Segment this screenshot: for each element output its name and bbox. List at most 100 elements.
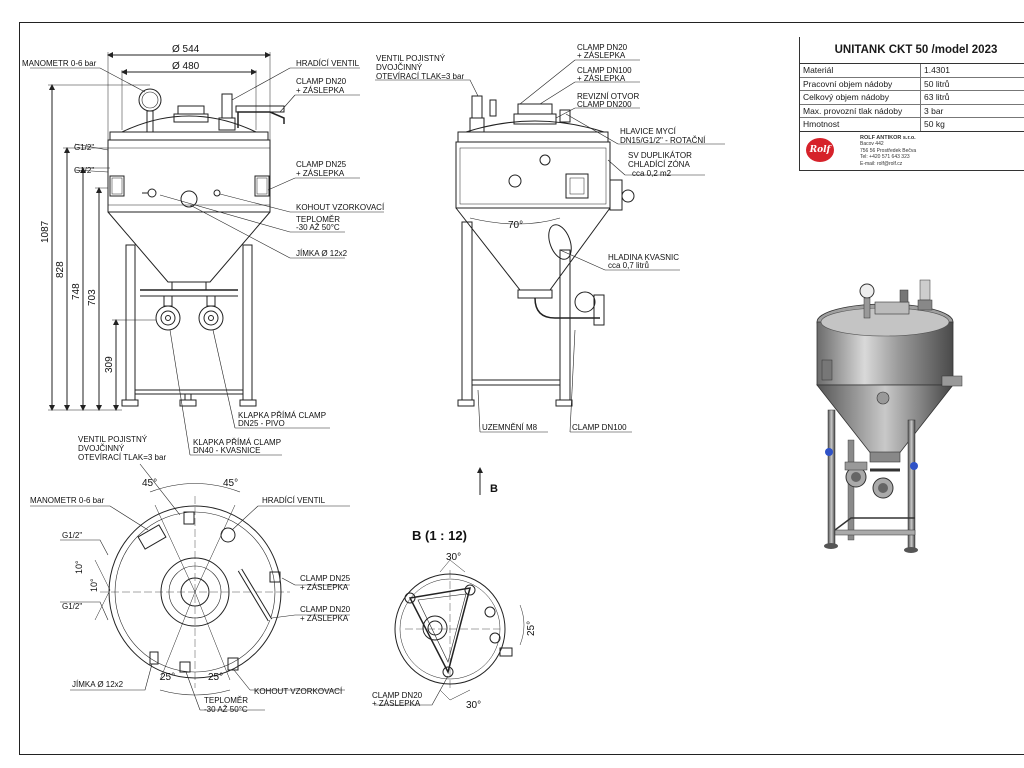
label-clamp-dn100: CLAMP DN100	[572, 423, 627, 432]
phone-line: Tel: +420 571 643 323	[860, 154, 910, 160]
label-clamp20-front-a: CLAMP DN20	[296, 77, 347, 86]
label-clamp20-top-a: CLAMP DN20	[300, 605, 351, 614]
label-clamp25-top-a: CLAMP DN25	[300, 574, 351, 583]
label-25-right: 25°	[208, 672, 223, 683]
label-hradici-front: HRADÍCÍ VENTIL	[296, 59, 360, 68]
drawing-frame	[19, 22, 1024, 755]
top-view	[30, 463, 350, 711]
address-line-2: 756 56 Prostředek Bečva	[860, 147, 917, 154]
label-g1-front-2: G1/2"	[74, 166, 94, 175]
label-clamp20-front-b: + ZÁSLEPKA	[296, 86, 345, 95]
label-ventil-side-c: OTEVÍRACÍ TLAK=3 bar	[376, 72, 464, 81]
label-clamp100-side-b: + ZÁSLEPKA	[577, 74, 626, 83]
label-teplomer-top-b: -30 AŽ 50°C	[204, 705, 248, 714]
detail-b-title: B (1 : 12)	[412, 528, 467, 543]
label-25-left: 25°	[160, 672, 175, 683]
label-sv-a: SV DUPLIKÁTOR	[628, 151, 692, 160]
email-line: E-mail: rolf@rolf.cz	[860, 160, 903, 167]
label-ventil-front-a: VENTIL POJISTNÝ	[78, 435, 148, 444]
label-30-top: 30°	[446, 552, 461, 563]
label-10deg-a: 10°	[74, 560, 84, 574]
spec-key: Materiál	[800, 64, 921, 77]
dim-544: Ø 544	[172, 44, 200, 55]
spec-key: Hmotnost	[800, 118, 921, 131]
label-hladina-b: cca 0,7 litrů	[608, 261, 649, 270]
label-clamp20-detail-a: CLAMP DN20	[372, 691, 423, 700]
label-clamp20-side-b: + ZÁSLEPKA	[577, 51, 626, 60]
spec-value: 50 kg	[924, 119, 945, 129]
dim-1087: 1087	[40, 220, 51, 243]
label-clamp25-front-b: + ZÁSLEPKA	[296, 169, 345, 178]
label-klapka40-b: DN40 - KVASNICE	[193, 446, 260, 455]
company-name: ROLF ANTIKOR s.r.o.	[860, 134, 916, 141]
dim-480: Ø 480	[172, 61, 200, 72]
company-address: ROLF ANTIKOR s.r.o. Bacov 442 756 56 Pro…	[860, 135, 916, 168]
label-klapka25-a: KLAPKA PŘÍMÁ CLAMP	[238, 411, 326, 420]
spec-value: 63 litrů	[924, 92, 950, 102]
label-clamp20-side-a: CLAMP DN20	[577, 43, 628, 52]
label-uzemneni: UZEMNĚNÍ M8	[482, 423, 538, 432]
side-view	[375, 59, 725, 495]
label-hlavice-a: HLAVICE MYCÍ	[620, 127, 677, 136]
dim-828: 828	[55, 261, 66, 278]
spec-key: Pracovní objem nádoby	[800, 77, 921, 90]
label-g1-top-1: G1/2"	[62, 531, 82, 540]
label-jimka-top: JÍMKA Ø 12x2	[72, 680, 124, 689]
label-angle-70: 70°	[508, 220, 523, 231]
detail-b-view	[375, 559, 525, 706]
label-clamp100-side-a: CLAMP DN100	[577, 66, 632, 75]
label-sv-c: cca 0,2 m2	[632, 169, 672, 178]
label-clamp20-detail-b: + ZÁSLEPKA	[372, 699, 421, 708]
label-kohout-top: KOHOUT VZORKOVACÍ	[254, 687, 343, 696]
label-revizni-b: CLAMP DN200	[577, 100, 632, 109]
dim-748: 748	[71, 283, 82, 300]
address-line-1: Bacov 442	[860, 141, 884, 147]
dim-703: 703	[87, 289, 98, 306]
spec-value: 3 bar	[924, 105, 944, 116]
label-ventil-side-a: VENTIL POJISTNÝ	[376, 54, 446, 63]
dim-309: 309	[104, 356, 115, 373]
label-g1-front-1: G1/2"	[74, 143, 94, 152]
label-clamp20-top-b: + ZÁSLEPKA	[300, 614, 349, 623]
label-g1-top-2: G1/2"	[62, 602, 82, 611]
label-ventil-front-c: OTEVÍRACÍ TLAK=3 bar	[78, 453, 166, 462]
drawing-title: UNITANK CKT 50 /model 2023	[800, 37, 1024, 64]
label-manometr-top: MANOMETR 0-6 bar	[30, 496, 105, 505]
company-block: Rolf ROLF ANTIKOR s.r.o. Bacov 442 756 5…	[800, 132, 1024, 170]
label-teplomer-top-a: TEPLOMĚR	[204, 696, 248, 705]
spec-value: 50 litrů	[924, 78, 950, 89]
label-arrow-b: B	[490, 483, 498, 495]
label-jimka-front: JÍMKA Ø 12x2	[296, 249, 348, 258]
label-teplomer-front-a: TEPLOMĚR	[296, 215, 340, 224]
spec-value: 1.4301	[924, 65, 950, 75]
label-teplomer-front-b: -30 AŽ 50°C	[296, 223, 340, 232]
label-45-right: 45°	[223, 478, 238, 489]
front-view	[30, 52, 384, 456]
tank-3d-render	[816, 279, 963, 553]
label-sv-b: CHLADÍCÍ ZÓNA	[628, 160, 690, 169]
label-hladina-a: HLADINA KVASNIC	[608, 253, 679, 262]
label-hlavice-b: DN15/G1/2" - ROTAČNÍ	[620, 136, 706, 145]
label-hradici-top: HRADÍCÍ VENTIL	[262, 496, 326, 505]
label-manometr-front: MANOMETR 0-6 bar	[22, 59, 97, 68]
label-klapka25-b: DN25 - PIVO	[238, 419, 285, 428]
label-revizni-a: REVIZNÍ OTVOR	[577, 92, 639, 101]
label-25-detail: 25°	[526, 621, 537, 636]
spec-key: Max. provozní tlak nádoby	[800, 104, 921, 117]
label-clamp25-front-a: CLAMP DN25	[296, 160, 347, 169]
label-kohout-front: KOHOUT VZORKOVACÍ	[296, 203, 385, 212]
label-klapka40-a: KLAPKA PŘÍMÁ CLAMP	[193, 438, 281, 447]
label-clamp25-top-b: + ZÁSLEPKA	[300, 583, 349, 592]
label-45-left: 45°	[142, 478, 157, 489]
label-30-bottom: 30°	[466, 700, 481, 711]
company-logo: Rolf	[806, 137, 834, 162]
label-ventil-front-b: DVOJČINNÝ	[78, 444, 125, 453]
spec-key: Celkový objem nádoby	[800, 91, 921, 104]
